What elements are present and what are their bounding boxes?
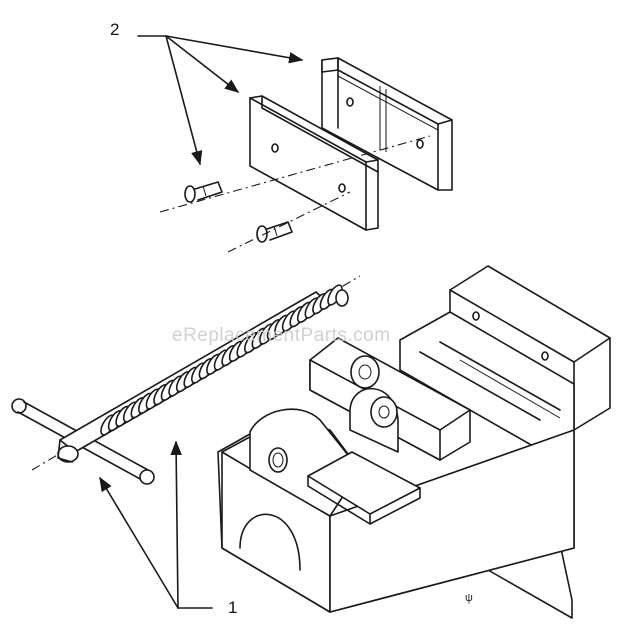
- front-jaw-plate: [249, 95, 379, 231]
- callout-1-arrows: [99, 440, 213, 609]
- jaw-screw-lower: [256, 221, 293, 243]
- callout-2-arrows: [137, 35, 304, 166]
- lead-screw-assembly: [11, 275, 361, 485]
- rear-jaw-plate: [321, 57, 453, 191]
- callout-label-1: 1: [228, 598, 238, 617]
- screw-threads: [100, 284, 343, 436]
- corner-mark: ψ: [465, 592, 473, 604]
- vise-body: [217, 265, 611, 619]
- callout-label-2: 2: [110, 20, 120, 39]
- watermark-text: eReplacementParts.com: [172, 325, 391, 346]
- jaw-screw-upper: [184, 181, 223, 203]
- jaw-plates: [159, 57, 453, 253]
